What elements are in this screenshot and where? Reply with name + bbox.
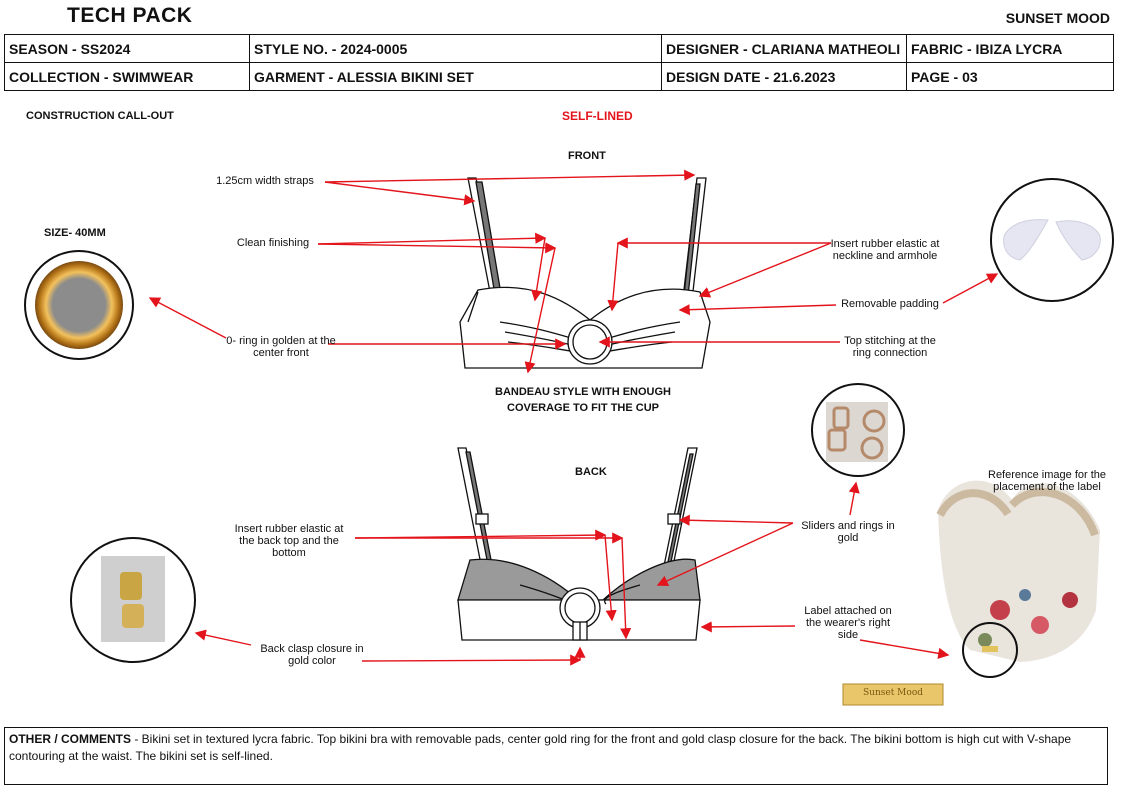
clasp-callout: Back clasp closure in gold color — [260, 643, 364, 667]
design-date-cell: DESIGN DATE - 21.6.2023 — [661, 62, 907, 91]
label-location-circle — [962, 622, 1018, 678]
collection-cell: COLLECTION - SWIMWEAR — [4, 62, 250, 91]
label-tag-text: Sunset Mood — [863, 688, 923, 698]
sliders-callout: Sliders and rings in gold — [801, 520, 895, 544]
straps-callout: 1.25cm width straps — [216, 175, 314, 187]
header-table: SEASON - SS2024 STYLE NO. - 2024-0005 DE… — [4, 34, 1114, 91]
back-bra-sketch — [457, 447, 701, 641]
size-label: SIZE- 40MM — [44, 227, 106, 239]
fabric-cell: FABRIC - IBIZA LYCRA — [906, 34, 1114, 63]
comments-text: - Bikini set in textured lycra fabric. T… — [9, 732, 1072, 763]
reference-bikini-photo — [936, 480, 1100, 678]
padding-detail — [990, 178, 1114, 302]
brand-name: SUNSET MOOD — [1005, 10, 1110, 26]
elastic-front-callout: Insert rubber elastic at neckline and ar… — [830, 238, 940, 262]
bandeau-style-note: BANDEAU STYLE WITH ENOUGH COVERAGE TO FI… — [495, 386, 671, 414]
callout-arrows — [148, 169, 999, 666]
garment-cell: GARMENT - ALESSIA BIKINI SET — [249, 62, 662, 91]
label-tag — [842, 683, 944, 706]
back-view-label: BACK — [575, 466, 607, 478]
comments-box: OTHER / COMMENTS - Bikini set in texture… — [4, 727, 1108, 785]
clean-finishing-callout: Clean finishing — [236, 237, 310, 249]
comments-heading: OTHER / COMMENTS — [9, 732, 131, 746]
reference-image-note: Reference image for the placement of the… — [988, 469, 1107, 493]
elastic-back-callout: Insert rubber elastic at the back top an… — [234, 523, 344, 559]
season-cell: SEASON - SS2024 — [4, 34, 250, 63]
page-title: TECH PACK — [67, 4, 193, 27]
front-view-label: FRONT — [568, 150, 606, 162]
designer-cell: DESIGNER - CLARIANA MATHEOLI — [661, 34, 907, 63]
clasp-detail — [70, 537, 196, 663]
o-ring-detail — [24, 250, 134, 360]
page-cell: PAGE - 03 — [906, 62, 1114, 91]
front-bra-sketch — [459, 177, 711, 369]
construction-callout-label: CONSTRUCTION CALL-OUT — [26, 110, 174, 122]
top-stitching-callout: Top stitching at the ring connection — [844, 335, 936, 359]
o-ring-callout: 0- ring in golden at the center front — [226, 335, 336, 359]
label-placement-callout: Label attached on the wearer's right sid… — [804, 605, 892, 641]
self-lined-label: SELF-LINED — [562, 109, 633, 123]
sliders-rings-detail — [811, 383, 905, 477]
padding-callout: Removable padding — [841, 298, 939, 310]
